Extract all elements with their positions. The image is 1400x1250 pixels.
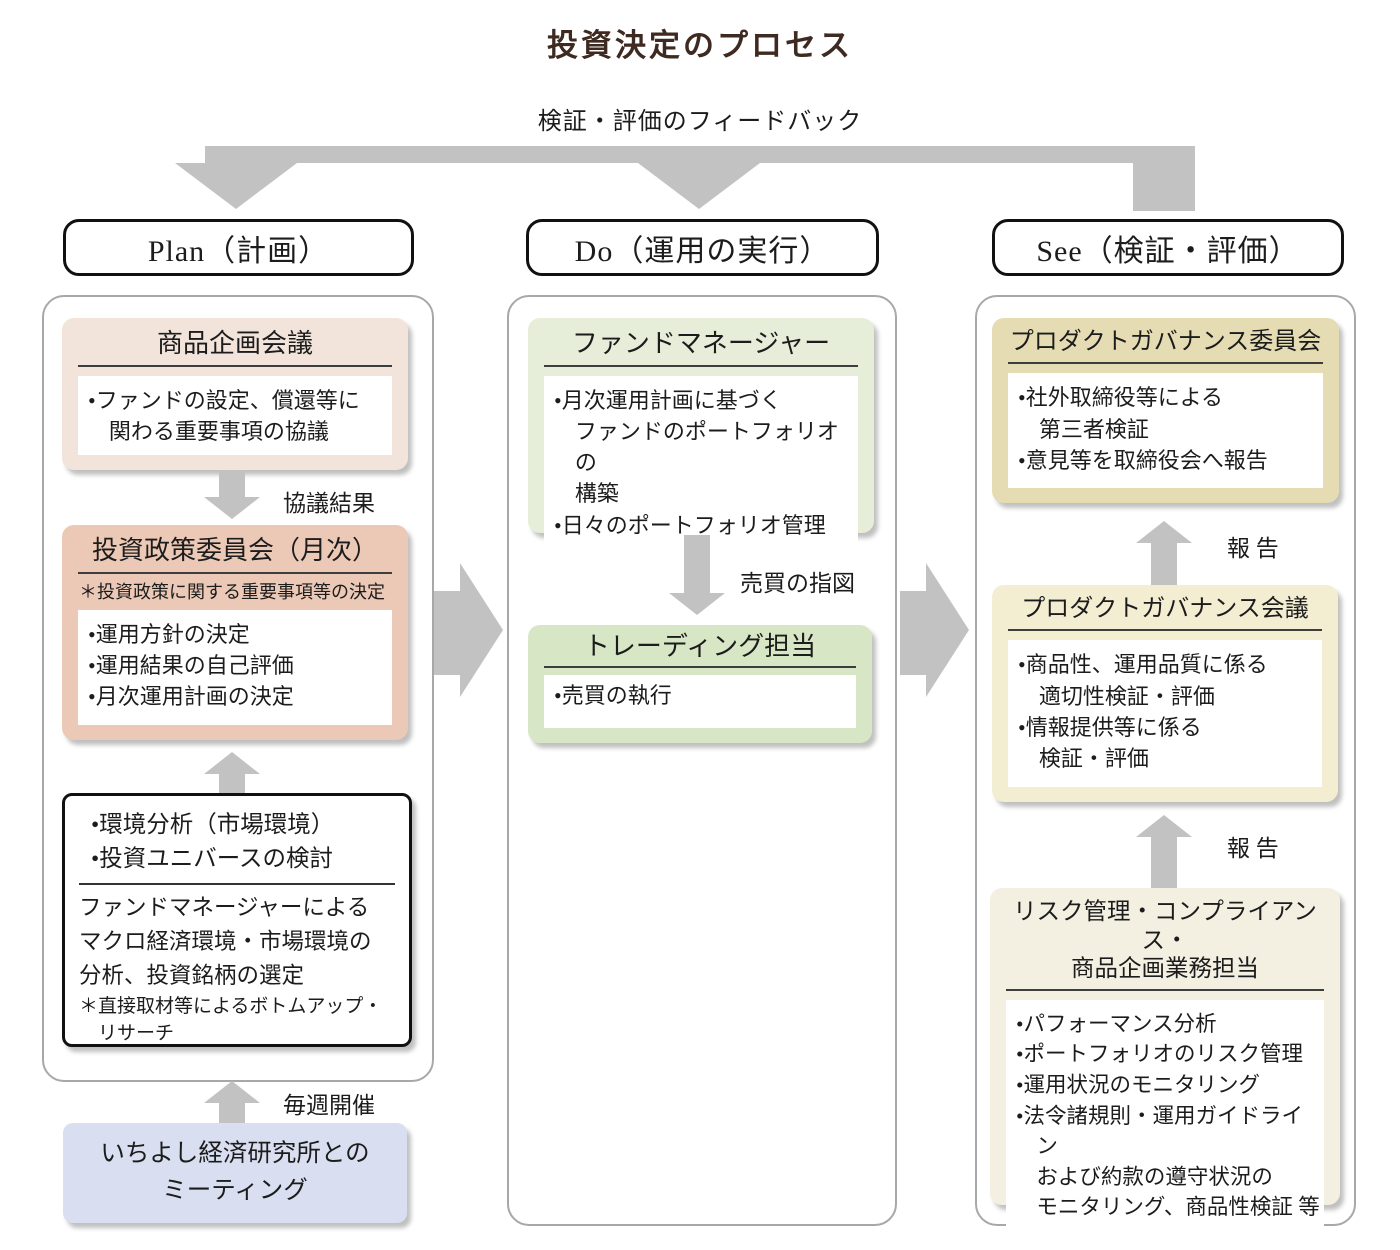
do-header-label: Do（運用の実行） <box>574 234 831 268</box>
do-arrow1-label: 売買の指図 <box>740 571 855 596</box>
see-arrow2-head <box>1136 815 1192 837</box>
feedback-arrowhead-do <box>638 163 760 209</box>
box-content: •社外取締役等による 第三者検証 •意見等を取締役会へ報告 <box>1008 373 1323 488</box>
box-content: •月次運用計画に基づく ファンドのポートフォリオの 構築 •日々のポートフォリオ… <box>544 375 858 547</box>
bullet-item: •商品性、運用品質に係る 適切性検証・評価 <box>1018 652 1268 709</box>
box-content: •売買の執行 <box>544 674 856 728</box>
see-arrow1-shaft <box>1151 543 1177 586</box>
title-divider <box>544 665 856 668</box>
plan-investment-policy-box: 投資政策委員会（月次） ＊投資政策に関する重要事項等の決定 •運用方針の決定 •… <box>62 525 408 740</box>
do-to-see-arrow-shaft <box>900 591 926 675</box>
bullet-item: •日々のポートフォリオ管理 <box>554 512 826 538</box>
do-arrow1-head <box>669 593 725 615</box>
do-to-see-arrow-head <box>926 563 969 697</box>
do-arrow1-shaft <box>684 535 710 593</box>
bullet-item: •運用方針の決定 <box>88 621 250 647</box>
title-divider <box>544 364 858 367</box>
bullet-item: •売買の執行 <box>554 682 672 708</box>
feedback-label: 検証・評価のフィードバック <box>537 109 863 135</box>
bullet-item: •運用結果の自己評価 <box>88 652 294 678</box>
do-header: Do（運用の実行） <box>526 219 879 276</box>
plan-arrow1-shaft <box>219 470 245 497</box>
feedback-arrow-stub <box>1133 146 1195 211</box>
bullet-item: •環境分析（市場環境） <box>91 812 335 838</box>
content-divider <box>79 883 395 886</box>
bullet-item: •月次運用計画に基づく ファンドのポートフォリオの 構築 <box>554 387 839 507</box>
box-note: ＊投資政策に関する重要事項等の決定 <box>79 581 385 602</box>
see-arrow2-shaft <box>1151 837 1177 889</box>
plan-to-do-arrow-shaft <box>434 591 460 675</box>
title-divider <box>1008 362 1323 365</box>
plan-analysis-box: •環境分析（市場環境） •投資ユニバースの検討 ファンドマネージャーによる マク… <box>62 793 412 1047</box>
bullet-item: •投資ユニバースの検討 <box>91 846 334 873</box>
box-content: •運用方針の決定 •運用結果の自己評価 •月次運用計画の決定 <box>78 609 392 725</box>
feedback-arrowhead-plan <box>175 163 297 209</box>
plan-arrow1-label: 協議結果 <box>283 491 375 516</box>
box-title: トレーディング担当 <box>583 632 817 661</box>
box-title: 商品企画会議 <box>156 329 313 358</box>
box-title: 投資政策委員会（月次） <box>91 536 378 565</box>
see-header-label: See（検証・評価） <box>1036 234 1300 268</box>
feedback-arrow-bar <box>205 146 1195 163</box>
box-title: プロダクトガバナンス会議 <box>1021 596 1309 622</box>
diagram-title: 投資決定のプロセス <box>547 28 853 63</box>
title-divider <box>1008 629 1322 632</box>
box-title: ファンドマネージャー <box>571 329 831 358</box>
plan-arrow3-label: 毎週開催 <box>283 1093 375 1118</box>
box-content: •ファンドの設定、償還等に 関わる重要事項の協議 <box>78 375 392 455</box>
bullet-item: •ファンドの設定、償還等に 関わる重要事項の協議 <box>88 387 360 444</box>
title-divider <box>78 571 392 574</box>
bullet-item: •法令諸規則・運用ガイドライン および約款の遵守状況の モニタリング、商品性検証… <box>1016 1103 1320 1220</box>
box-body-text: ファンドマネージャーによる マクロ経済環境・市場環境の 分析、投資銘柄の選定 <box>79 895 372 988</box>
see-risk-compliance-box: リスク管理・コンプライアンス・ 商品企画業務担当 •パフォーマンス分析 •ポート… <box>990 888 1340 1229</box>
box-title: プロダクトガバナンス委員会 <box>1009 329 1322 355</box>
economic-institute-meeting-box: いちよし経済研究所との ミーティング <box>63 1123 407 1223</box>
do-fund-manager-box: ファンドマネージャー •月次運用計画に基づく ファンドのポートフォリオの 構築 … <box>528 318 874 547</box>
plan-arrow2-shaft <box>219 774 245 794</box>
plan-header-label: Plan（計画） <box>147 234 330 268</box>
title-divider <box>78 364 392 367</box>
bullet-item: •パフォーマンス分析 <box>1016 1011 1217 1036</box>
box-content: •商品性、運用品質に係る 適切性検証・評価 •情報提供等に係る 検証・評価 <box>1008 640 1322 787</box>
box-title: リスク管理・コンプライアンス・ 商品企画業務担当 <box>1013 899 1317 983</box>
see-governance-meeting-box: プロダクトガバナンス会議 •商品性、運用品質に係る 適切性検証・評価 •情報提供… <box>992 585 1338 802</box>
see-arrow2-label: 報 告 <box>1227 836 1279 861</box>
see-arrow1-label: 報 告 <box>1227 536 1279 561</box>
title-divider <box>1006 988 1324 991</box>
plan-arrow3-shaft <box>219 1103 245 1124</box>
see-governance-committee-box: プロダクトガバナンス委員会 •社外取締役等による 第三者検証 •意見等を取締役会… <box>992 318 1339 503</box>
bullet-item: •ポートフォリオのリスク管理 <box>1016 1042 1304 1067</box>
plan-to-do-arrow-head <box>460 563 503 697</box>
plan-arrow1-head <box>204 497 260 519</box>
plan-header: Plan（計画） <box>63 219 414 276</box>
bullet-item: •月次運用計画の決定 <box>88 684 294 710</box>
plan-arrow2-head <box>204 752 260 774</box>
see-arrow1-head <box>1136 521 1192 543</box>
box-content: •パフォーマンス分析 •ポートフォリオのリスク管理 •運用状況のモニタリング •… <box>1006 999 1324 1229</box>
plan-product-planning-box: 商品企画会議 •ファンドの設定、償還等に 関わる重要事項の協議 <box>62 318 408 470</box>
plan-arrow3-head <box>204 1081 260 1103</box>
box-content: •環境分析（市場環境） •投資ユニバースの検討 <box>79 808 395 876</box>
bullet-item: •情報提供等に係る 検証・評価 <box>1018 714 1202 771</box>
do-trading-box: トレーディング担当 •売買の執行 <box>528 625 872 743</box>
box-note: ＊直接取材等によるボトムアップ・ リサーチ <box>79 996 383 1044</box>
see-header: See（検証・評価） <box>992 219 1344 276</box>
bullet-item: •社外取締役等による 第三者検証 <box>1018 385 1224 442</box>
bullet-item: •意見等を取締役会へ報告 <box>1018 447 1268 473</box>
bullet-item: •運用状況のモニタリング <box>1016 1073 1261 1097</box>
